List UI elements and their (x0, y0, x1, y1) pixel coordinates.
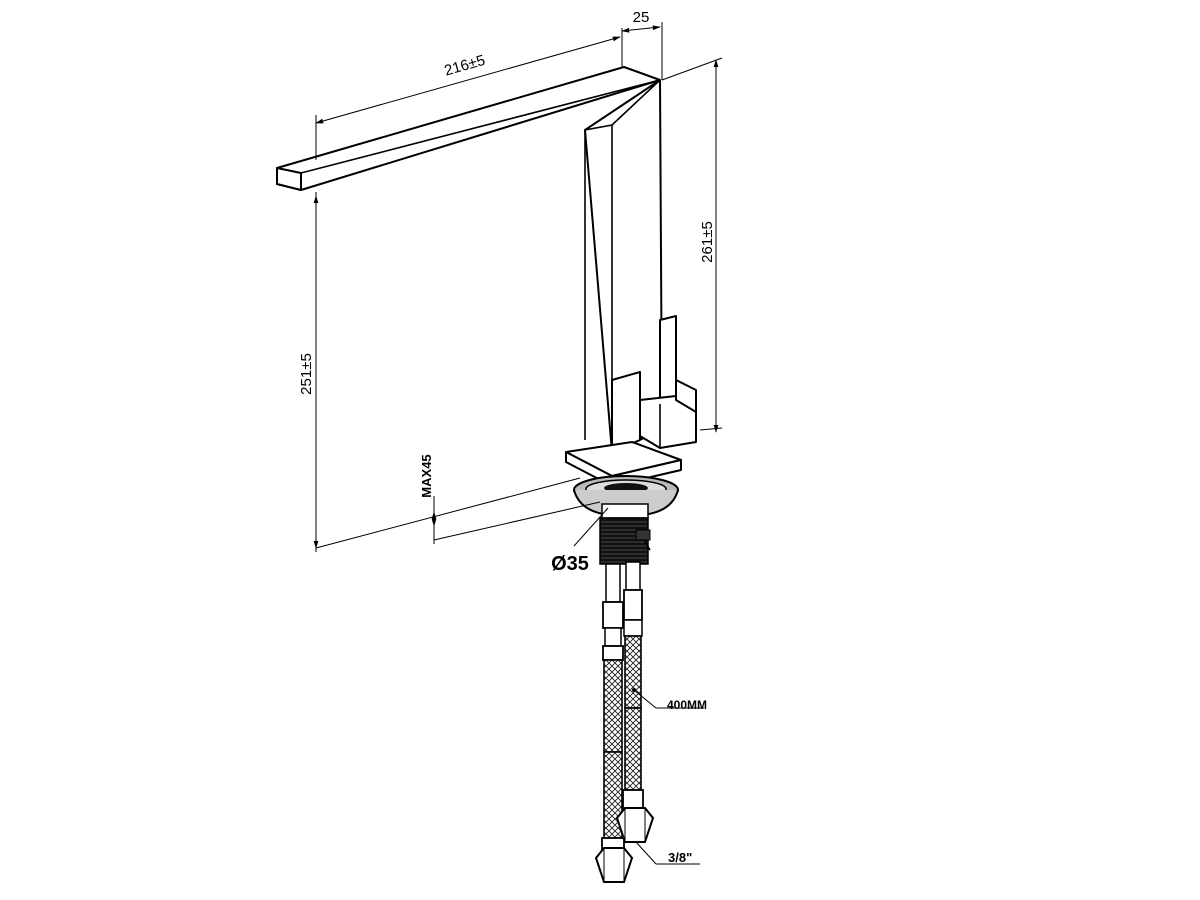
callout-hose-length-label: 400MM (667, 698, 707, 712)
hose-right (615, 561, 655, 843)
dim-spout-thickness-label: 25 (633, 9, 650, 26)
lever-handle (639, 315, 697, 449)
dim-max-deck-label: MAX45 (419, 454, 434, 497)
dim-mount-diameter-label: Ø35 (551, 553, 589, 575)
dim-spout-clearance-label: 251±5 (298, 353, 315, 395)
dim-total-height-label: 261±5 (699, 221, 716, 263)
dim-max-deck: MAX45 (419, 454, 601, 544)
mount-ring (573, 475, 679, 519)
callout-thread-size: 3/8" (635, 841, 700, 865)
threaded-shank (599, 517, 651, 565)
dim-spout-clearance: 251±5 (298, 192, 581, 552)
callout-thread-size-label: 3/8" (668, 850, 692, 865)
dim-spout-length-label: 216±5 (442, 52, 487, 80)
dim-spout-thickness: 25 (621, 9, 663, 80)
faucet-body (584, 79, 663, 453)
dim-mount-diameter: Ø35 (551, 507, 609, 575)
hose-left (594, 563, 634, 883)
dim-total-height: 261±5 (661, 57, 723, 433)
callout-hose-length: 400MM (632, 688, 707, 712)
